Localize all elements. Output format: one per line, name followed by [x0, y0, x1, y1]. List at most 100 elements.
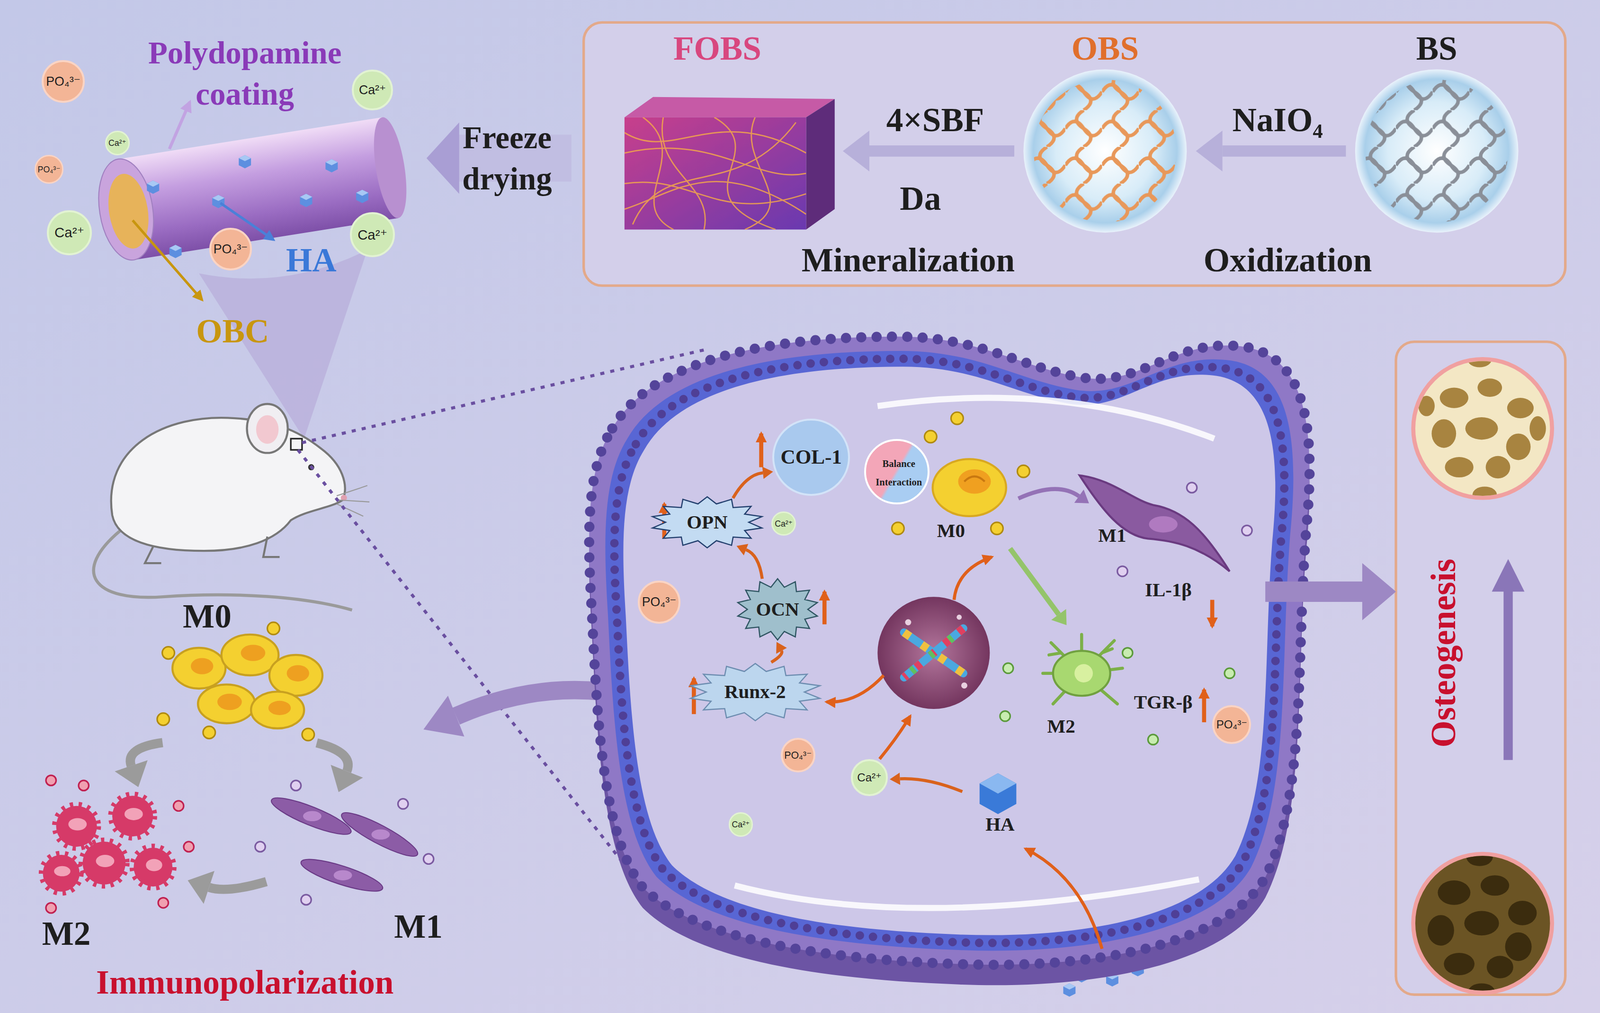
flow-arrow	[736, 544, 762, 580]
bone-defect	[1480, 875, 1510, 896]
hydroxyapatite-crystal	[1063, 983, 1076, 997]
signal-arrow	[826, 675, 885, 702]
macrophage-m0-group	[157, 622, 323, 741]
hydroxyapatite-crystal	[300, 193, 313, 207]
bone-healthy	[1467, 350, 1493, 367]
hydroxyapatite-hexagon	[979, 773, 1017, 814]
cell-body	[734, 879, 1200, 909]
phosphate-ion: PO₄³⁻	[780, 737, 816, 773]
mouse	[336, 485, 370, 517]
macrophage-m2-cell	[1122, 647, 1133, 659]
macrophage-m1-group	[301, 894, 312, 905]
bone-healthy	[1529, 416, 1546, 441]
macrophage-m0-group	[162, 646, 175, 660]
bone-defect	[1508, 900, 1537, 926]
macrophage-m2-group	[145, 858, 162, 872]
calcium-ion: Ca²⁺	[46, 210, 92, 256]
bone-defect	[1464, 911, 1499, 936]
protein-marker: COL-1	[772, 418, 850, 497]
hydroxyapatite-crystal	[169, 244, 182, 259]
cell-body	[614, 358, 1285, 943]
ion-label: Ca²⁺	[857, 770, 882, 785]
section-label: Osteogenesis	[1423, 558, 1464, 748]
nucleus	[903, 628, 964, 678]
obs-sphere	[1023, 69, 1187, 233]
bone-healthy	[1465, 417, 1499, 440]
macrophage-m1-group	[255, 841, 266, 852]
bone-healthy	[1439, 387, 1469, 409]
osteogenesis-arrow	[1492, 558, 1525, 592]
fiber	[118, 117, 399, 260]
node-label: M2	[42, 914, 91, 954]
fiber	[91, 154, 161, 264]
macrophage-m0-cell	[964, 476, 985, 482]
osteogenesis-arrow	[1492, 558, 1525, 760]
bs-sphere	[1365, 79, 1509, 223]
mouse	[290, 438, 303, 450]
arrow-head	[762, 466, 774, 479]
fiber	[91, 115, 413, 265]
macrophage-m1-cell	[1117, 482, 1252, 577]
immunopolarization-arrow	[423, 689, 604, 737]
fobs-block	[624, 97, 835, 230]
step-label: Oxidization	[1203, 241, 1373, 280]
immunopolarization-arrow	[423, 695, 465, 737]
flow-arrow	[187, 870, 267, 904]
macrophage-m2-cell	[1224, 668, 1235, 679]
obs-sphere	[1033, 79, 1177, 223]
hydroxyapatite-crystal	[146, 180, 160, 194]
macrophage-m2-group	[68, 818, 87, 831]
macrophage-m2-cell	[1074, 663, 1093, 683]
fobs-block	[632, 122, 796, 224]
node-label: Runx-2	[724, 680, 787, 704]
macrophage-m0-group	[250, 691, 304, 729]
node-label: IL-1β	[1144, 578, 1192, 601]
callout-label: Polydopamine coating	[148, 32, 342, 115]
node-label: HA	[985, 813, 1015, 836]
fobs-block	[624, 97, 835, 118]
nucleus	[961, 682, 968, 689]
hydroxyapatite-crystal	[212, 194, 225, 208]
macrophage-m2-group	[43, 795, 173, 892]
arrow-head	[114, 759, 148, 787]
ion-label: Ca²⁺	[732, 819, 751, 830]
fobs-block	[624, 117, 807, 230]
nucleus	[877, 596, 990, 709]
signal-arrow	[826, 556, 1103, 949]
bone-healthy	[1506, 433, 1531, 460]
protein-marker: OCN	[736, 578, 819, 640]
arrow-head	[776, 641, 787, 654]
ion-label: PO₄³⁻	[1216, 717, 1248, 732]
hydroxyapatite-crystal	[356, 189, 369, 204]
process-panel	[583, 22, 1566, 286]
macrophage-m1-group	[255, 780, 434, 905]
osteogenesis-panel	[1395, 341, 1566, 995]
flow-arrow	[771, 641, 787, 662]
macrophage-m2-group	[56, 805, 98, 847]
macrophage-m0-group	[267, 622, 280, 635]
macrophage-cluster: M1	[270, 795, 449, 949]
calcium-ion: Ca²⁺	[105, 130, 130, 156]
calcium-ion: Ca²⁺	[728, 812, 754, 837]
macrophage-m1-cell	[1079, 475, 1252, 577]
immunopolarization-arrow	[455, 689, 604, 716]
arrow-head	[736, 544, 749, 556]
edge-label: NaIO₄	[1232, 100, 1323, 140]
leader-line	[169, 101, 190, 149]
fobs-block	[624, 117, 807, 230]
macrophage-m0-group	[217, 693, 242, 710]
macrophage-m0-cell	[958, 469, 992, 494]
scaffold-stage: OBS	[1020, 30, 1190, 272]
macrophage-m0-group	[302, 728, 315, 741]
arrow-head	[1051, 608, 1067, 626]
level-arrow	[759, 433, 764, 467]
star-outline	[690, 663, 820, 721]
ion-label: PO₄³⁻	[642, 594, 677, 610]
node-label: Interaction	[875, 476, 922, 489]
macrophage-m0-cell	[950, 411, 964, 425]
hydroxyapatite-crystal	[325, 159, 338, 173]
bone-healthy	[1444, 456, 1474, 478]
fobs-block	[714, 117, 776, 230]
macrophage-cell: M1IL-1β	[1091, 464, 1235, 603]
